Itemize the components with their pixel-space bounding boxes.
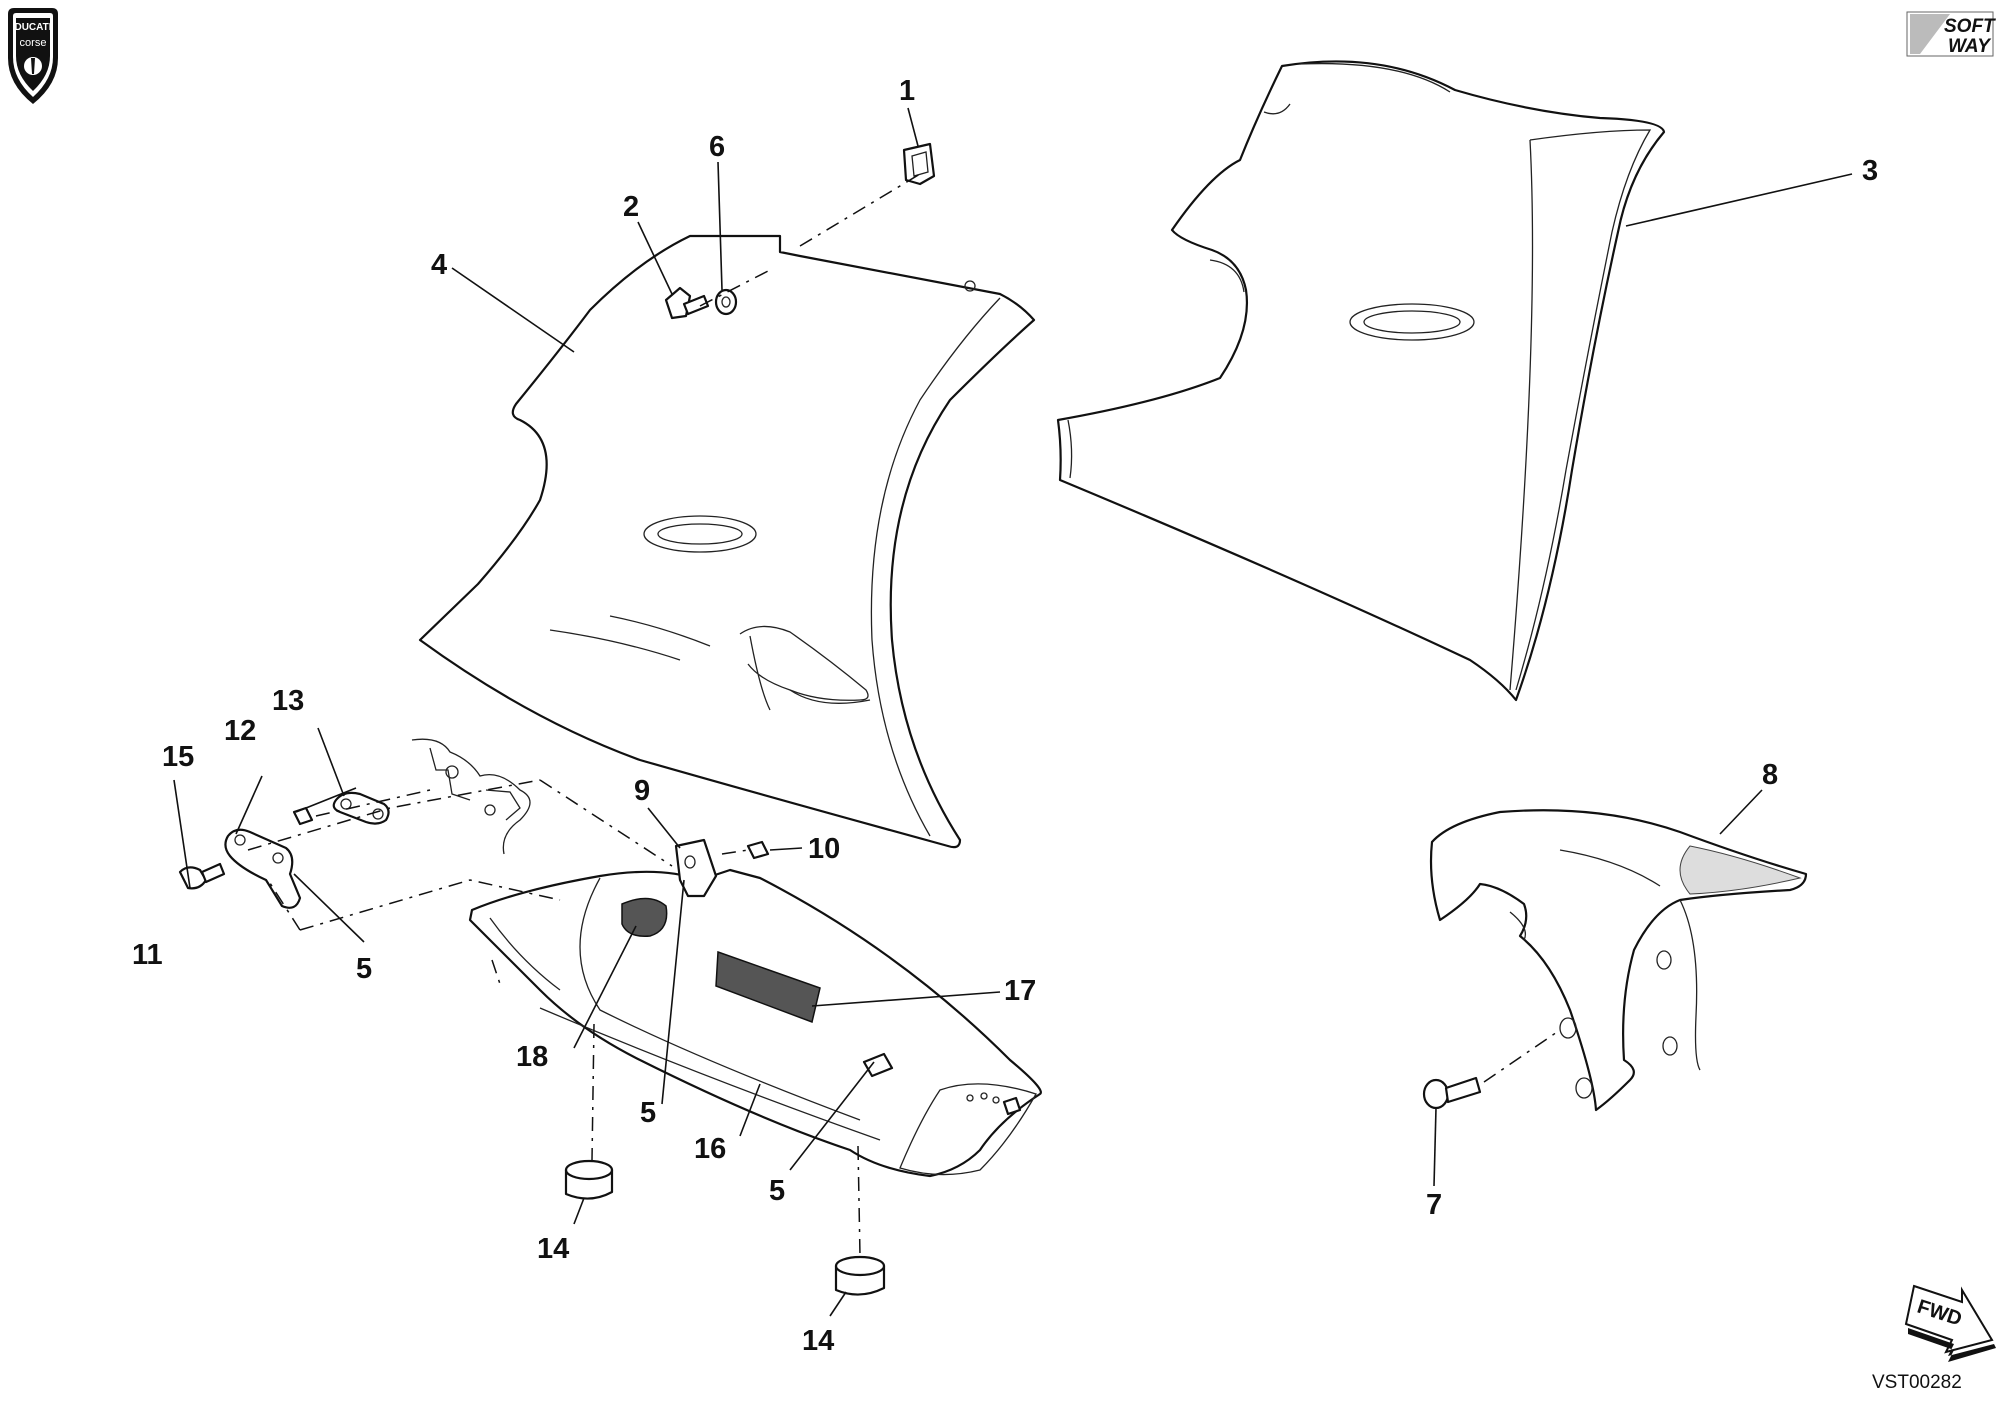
part-17-sticker xyxy=(715,950,821,1024)
corse-logo-text: corse xyxy=(20,37,47,49)
part-14-grommet-right xyxy=(834,1255,886,1296)
callout-17: 17 xyxy=(1004,975,1036,1007)
ducati-logo-text: DUCATI xyxy=(14,22,51,33)
part-16-lower-belly-pan xyxy=(468,868,1042,1178)
callout-2: 2 xyxy=(623,191,639,223)
callout-16: 16 xyxy=(694,1133,726,1165)
part-9-bracket xyxy=(674,838,718,898)
part-14-grommet-left xyxy=(564,1159,614,1200)
part-4-left-fairing-panel xyxy=(418,234,1036,849)
part-3-right-fairing-panel xyxy=(1056,60,1666,702)
callout-8: 8 xyxy=(1762,759,1778,791)
callout-5-middle: 5 xyxy=(640,1097,656,1129)
part-2-screw xyxy=(664,286,710,320)
callout-14-right: 14 xyxy=(802,1325,834,1357)
callout-3: 3 xyxy=(1862,155,1878,187)
frame-mount-detail xyxy=(411,738,531,855)
callout-11: 11 xyxy=(132,939,163,971)
callout-5-left: 5 xyxy=(356,953,372,985)
part-7-screw xyxy=(1422,1076,1482,1110)
callout-6: 6 xyxy=(709,131,725,163)
callout-4: 4 xyxy=(431,249,447,281)
callout-9: 9 xyxy=(634,775,650,807)
callout-numbers: 1 2 3 4 6 7 8 9 10 11 12 13 15 5 5 5 17 … xyxy=(132,75,1878,1357)
callout-12: 12 xyxy=(224,715,256,747)
callout-10: 10 xyxy=(808,833,840,865)
softway-logo-text-top: SOFT xyxy=(1944,16,1996,37)
part-13-bracket xyxy=(332,791,390,825)
part-15-bracket xyxy=(224,828,302,909)
part-12-screw xyxy=(292,806,314,826)
callout-14-left: 14 xyxy=(537,1233,569,1265)
part-6-washer xyxy=(714,288,738,316)
leader-lines xyxy=(173,107,1853,1317)
part-8-front-mudguard xyxy=(1429,809,1808,1112)
ducati-corse-logo: DUCATI corse xyxy=(8,8,58,104)
assembly-dashed-lines xyxy=(247,173,1561,1257)
softway-logo-text-bottom: WAY xyxy=(1948,36,1992,57)
drawing-code: VST00282 xyxy=(1872,1372,1962,1393)
callout-1: 1 xyxy=(899,75,915,107)
callout-15: 15 xyxy=(162,741,194,773)
part-10-screw xyxy=(746,840,770,860)
part-18-foam-pad xyxy=(621,897,668,937)
fwd-direction-arrow: FWD xyxy=(1904,1284,1996,1362)
part-11-screw xyxy=(178,862,226,890)
callout-7: 7 xyxy=(1426,1189,1442,1221)
callout-18: 18 xyxy=(516,1041,548,1073)
callout-13: 13 xyxy=(272,685,304,717)
part-1-clip xyxy=(902,142,936,186)
callout-5-right: 5 xyxy=(769,1175,785,1207)
softway-logo: SOFT WAY xyxy=(1906,11,1996,57)
